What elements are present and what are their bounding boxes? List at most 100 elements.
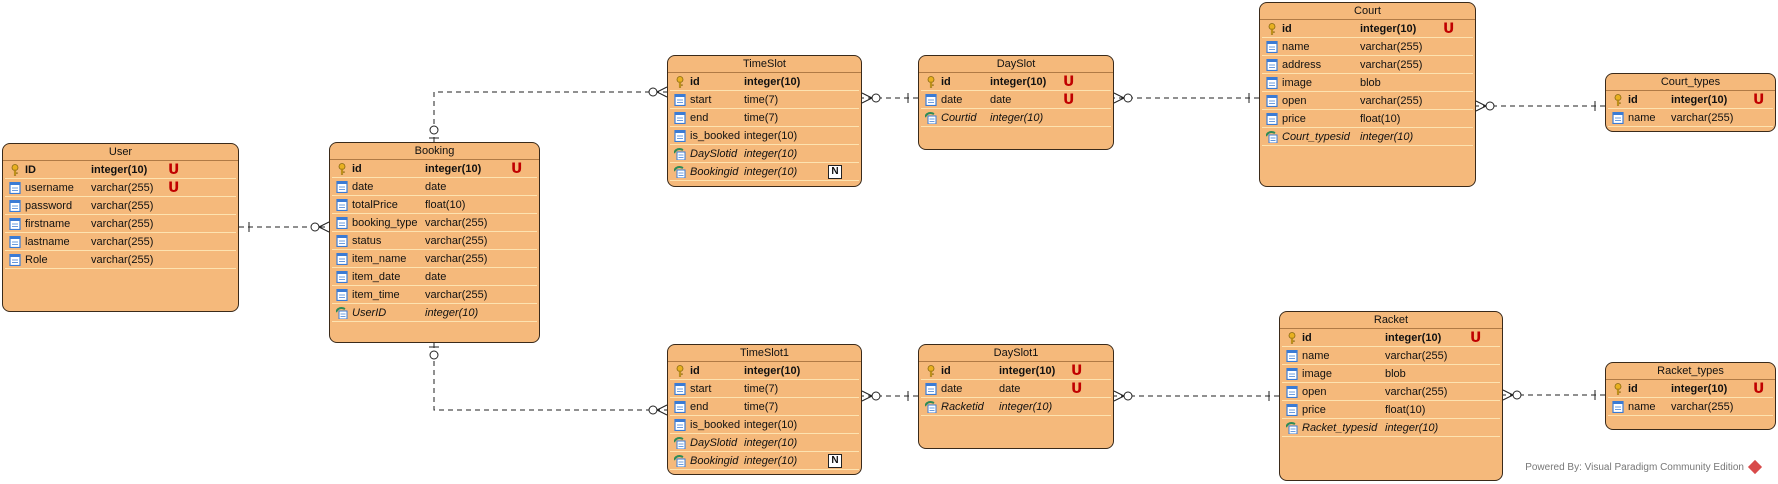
relationship-dayslot-timeslot[interactable] [861, 92, 918, 104]
column-name: date [941, 383, 963, 395]
column-type: integer(10) [744, 76, 801, 88]
column-name: Role [25, 254, 48, 266]
column-type: float(10) [425, 199, 466, 211]
foreign-key-icon [673, 455, 686, 468]
column-icon [674, 418, 686, 432]
relationship-booking-timeslot1[interactable] [429, 343, 668, 416]
column-type: integer(10) [425, 307, 479, 319]
unique-constraint-icon: U [511, 161, 523, 177]
relationship-court-types-court[interactable] [1475, 100, 1605, 112]
column-name: firstname [25, 218, 71, 230]
column-name: Bookingid [690, 166, 739, 178]
column-name: DaySlotid [690, 437, 738, 449]
entity-title: Racket [1280, 312, 1502, 329]
relationship-user-booking[interactable] [239, 221, 330, 233]
relationship-dayslot1-timeslot1[interactable] [861, 390, 918, 402]
column-name: image [1282, 77, 1312, 89]
column-type: date [990, 94, 1012, 106]
foreign-key-icon [1285, 422, 1298, 435]
relationship-court-dayslot[interactable] [1113, 92, 1259, 104]
watermark: Powered By: Visual Paradigm Community Ed… [1525, 460, 1763, 475]
column-icon [1286, 385, 1298, 399]
column-icon [1286, 403, 1298, 417]
relationship-racket-types-racket[interactable] [1502, 389, 1605, 401]
relationship-booking-timeslot[interactable] [429, 86, 668, 142]
column-icon [925, 382, 937, 396]
column-name: id [941, 365, 951, 377]
column-type: varchar(255) [1360, 41, 1423, 53]
column-icon [674, 93, 686, 107]
nullable-icon: N [828, 454, 842, 468]
column-icon [1286, 367, 1298, 381]
column-name: booking_type [352, 217, 418, 229]
column-type: integer(10) [1385, 332, 1442, 344]
key-icon [9, 164, 21, 176]
column-icon [1612, 400, 1624, 414]
relationship-racket-dayslot1[interactable] [1113, 390, 1279, 402]
column-type: integer(10) [1360, 131, 1414, 143]
column-type: varchar(255) [425, 253, 488, 265]
